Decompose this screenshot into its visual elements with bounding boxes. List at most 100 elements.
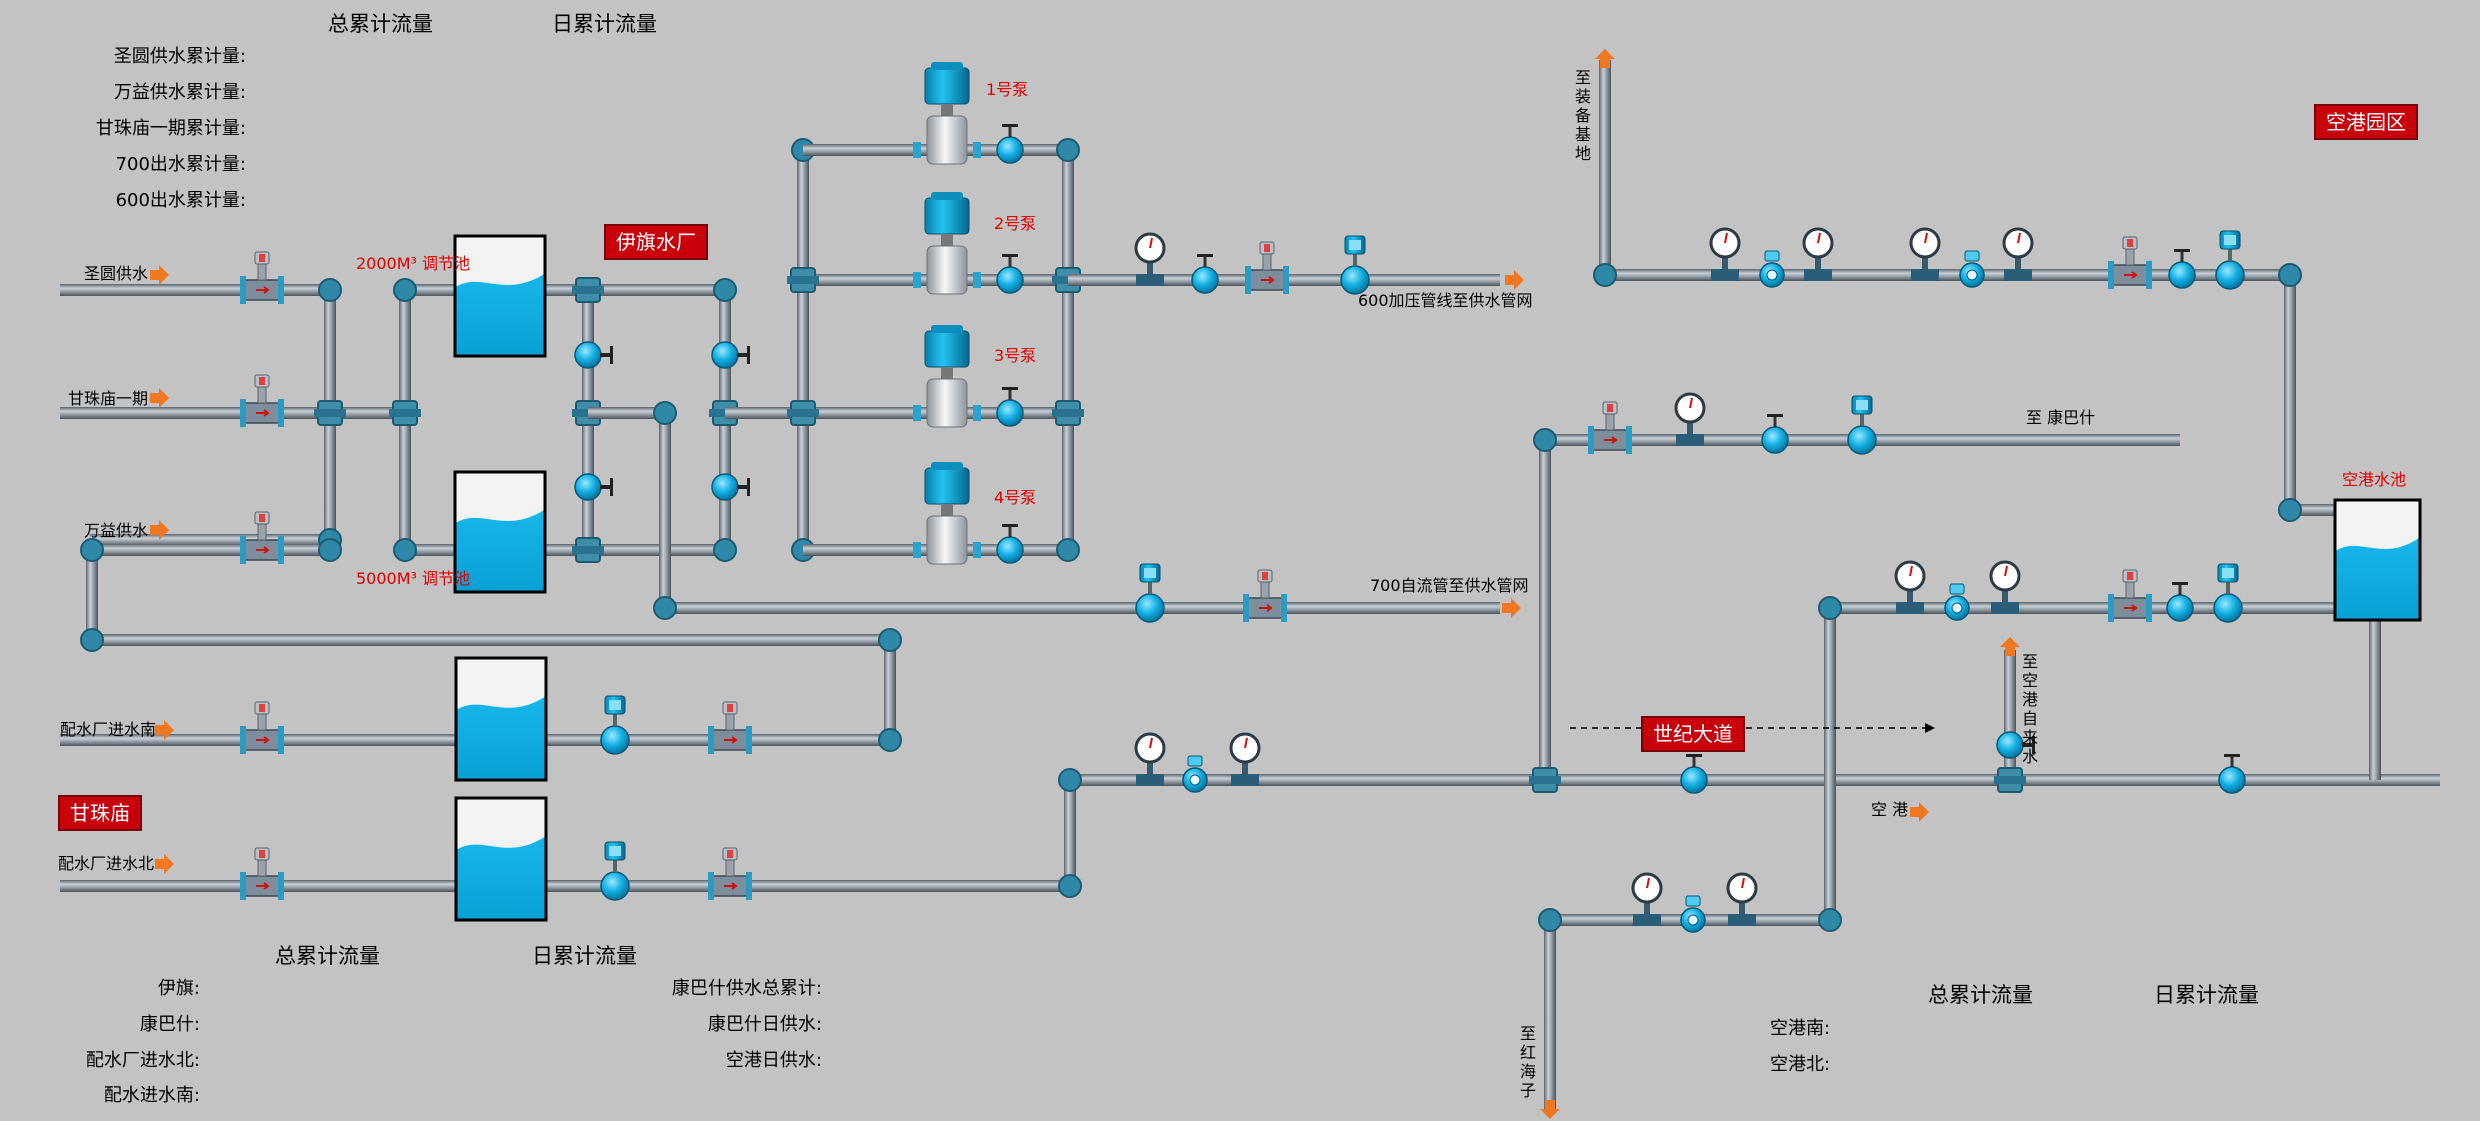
pump-icon (913, 62, 981, 165)
yiqi-total-label: 伊旗: (157, 978, 200, 999)
pressure-gauge-icon (1989, 560, 2021, 614)
pipe-segment (2369, 615, 2381, 780)
peishui-north-total-label: 配水厂进水北: (85, 1050, 200, 1071)
flow-arrow-right-icon (155, 720, 174, 740)
flow-arrow-right-icon (1910, 802, 1929, 822)
shiji-dadao-box: 世纪大道 (1641, 716, 1745, 752)
flowmeter-icon (240, 251, 284, 304)
pipe-elbow (1056, 138, 1080, 162)
pipe-segment (60, 284, 330, 296)
pipe-segment (2004, 650, 2016, 780)
pressure-gauge-icon (1802, 227, 1834, 281)
to-kangbashi-label: 至 康巴什 (2026, 408, 2096, 427)
pressure-gauge-icon (2002, 227, 2034, 281)
inlet-ganzhumiao1-label: 甘珠庙一期 (68, 389, 149, 408)
flow-arrow-right-icon (1502, 598, 1521, 618)
pipe-segment (1062, 150, 1074, 550)
pump-icon (913, 462, 981, 565)
water-meter-icon (1759, 250, 1785, 288)
ball-valve-icon (2166, 582, 2194, 622)
pipe-tee (572, 277, 604, 303)
pressure-gauge-icon (1134, 732, 1166, 786)
pipe-tee (389, 400, 421, 426)
to-honghaizi-label: 至红海子 (1519, 1024, 1536, 1100)
ganzhumiao1-total-label: 甘珠庙一期累计量: (95, 118, 246, 139)
pipe-segment (884, 640, 896, 740)
flow-arrow-right-icon (150, 265, 169, 285)
pipe-segment (1599, 60, 1611, 275)
konggang-pool (2333, 498, 2422, 622)
flowmeter-icon (1243, 569, 1287, 622)
flowmeter-icon (240, 511, 284, 564)
ball-valve-icon (996, 524, 1024, 564)
pump-2-label: 2号泵 (994, 214, 1037, 233)
actuator-valve-icon (2215, 230, 2245, 290)
pipe-segment (60, 407, 330, 419)
flow-arrow-right-icon (150, 520, 169, 540)
pump-icon (913, 192, 981, 295)
flowmeter-icon (1588, 401, 1632, 454)
pipe-tee (1052, 400, 1084, 426)
pipe-segment (1824, 608, 1836, 780)
pipe-elbow (393, 538, 417, 562)
right-panel-header-daily: 日累计流量 (2154, 983, 2259, 1007)
tank-5000 (453, 470, 547, 594)
actuator-valve-icon (2213, 563, 2243, 623)
bottom-panel-header-total: 总累计流量 (275, 944, 380, 968)
water-meter-icon (1959, 250, 1985, 288)
pipe-elbow (653, 401, 677, 425)
flow-arrow-right-icon (150, 388, 169, 408)
pipe-tee (572, 537, 604, 563)
pipe-segment (797, 150, 809, 550)
ball-valve-icon (996, 254, 1024, 294)
pipe-segment (330, 407, 405, 419)
pipe-tee (787, 267, 819, 293)
flowmeter-icon (2108, 236, 2152, 289)
pipe-elbow (318, 278, 342, 302)
to-konggang-tap-label: 至空港自来水 (2021, 652, 2038, 766)
to-zhuangbei-label: 至装备基地 (1574, 68, 1591, 163)
flowmeter-icon (1245, 241, 1289, 294)
tank-2000 (453, 234, 547, 358)
pressure-gauge-icon (1134, 232, 1166, 286)
tank-2000-label: 2000M³ 调节池 (356, 254, 471, 273)
pressure-gauge-icon (1894, 560, 1926, 614)
out700-total-label: 700出水累计量: (115, 154, 246, 175)
flow-arrow-right-icon (155, 854, 174, 874)
yiqi-plant-box: 伊旗水厂 (604, 224, 708, 260)
tank-peishui-south (454, 656, 548, 782)
line-700-label: 700自流管至供水管网 (1370, 576, 1529, 595)
pipe-segment (399, 290, 411, 413)
kangbashi-daily-label: 康巴什日供水: (707, 1014, 822, 1035)
actuator-valve-icon (600, 841, 630, 901)
ball-valve-icon (1761, 414, 1789, 454)
pipe-elbow (1538, 908, 1562, 932)
flowmeter-icon (2108, 569, 2152, 622)
pipe-segment (588, 407, 660, 419)
pipe-tee (787, 400, 819, 426)
ball-valve-icon (2168, 249, 2196, 289)
pipe-elbow (1058, 874, 1082, 898)
flow-arrow-right-icon (1505, 270, 1524, 290)
pipe-elbow (318, 538, 342, 562)
tank-5000-label: 5000M³ 调节池 (356, 569, 471, 588)
konggang-south-label: 空港南: (1770, 1018, 1831, 1039)
flow-arrow-down-icon (1540, 1100, 1560, 1119)
pipe-segment (665, 602, 1500, 614)
pipe-tee (1994, 767, 2026, 793)
peishui-south-total-label: 配水进水南: (103, 1085, 200, 1106)
pipe-elbow (878, 728, 902, 752)
pipe-elbow (393, 278, 417, 302)
pipe-elbow (2278, 263, 2302, 287)
pipe-segment (405, 544, 455, 556)
pipe-elbow (878, 628, 902, 652)
inlet-peishui-north-label: 配水厂进水北 (58, 854, 155, 873)
kangbashi-supply-total-label: 康巴什供水总累计: (671, 978, 822, 999)
flowmeter-icon (240, 847, 284, 900)
line-600-label: 600加压管线至供水管网 (1358, 291, 1533, 310)
ball-valve-icon (1191, 254, 1219, 294)
pipe-elbow (713, 538, 737, 562)
flowmeter-icon (240, 701, 284, 754)
pressure-gauge-icon (1229, 732, 1261, 786)
tanks-layer (453, 234, 2422, 922)
